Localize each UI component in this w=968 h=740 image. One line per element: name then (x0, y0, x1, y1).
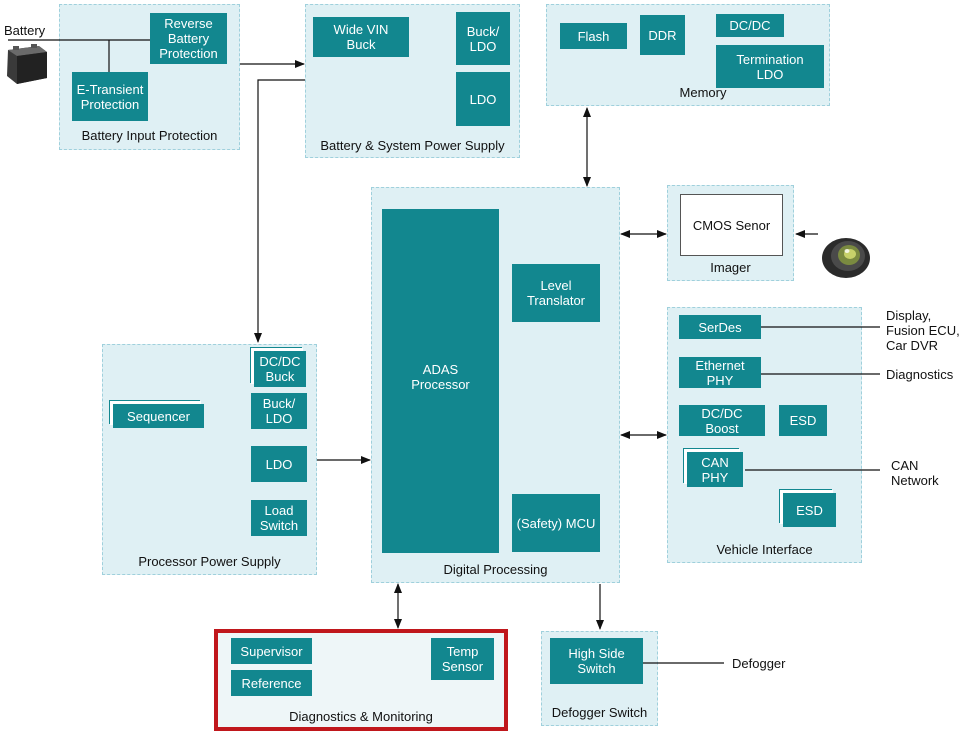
flash-block[interactable]: Flash (560, 23, 627, 49)
diagnostics-label: Diagnostics (886, 367, 954, 382)
supervisor-block[interactable]: Supervisor (231, 638, 312, 664)
sequencer-block[interactable]: Sequencer (113, 404, 204, 428)
group-label: Diagnostics & Monitoring (289, 709, 433, 724)
group-label: Imager (710, 260, 751, 275)
buck-ldo-processor-block[interactable]: Buck/ LDO (251, 393, 307, 429)
reverse-battery-protection-block[interactable]: Reverse Battery Protection (150, 13, 227, 64)
dcdc-buck-block[interactable]: DC/DC Buck (254, 351, 306, 387)
display-fusion-label: Display, Fusion ECU, Car DVR (886, 308, 960, 353)
temp-sensor-block[interactable]: Temp Sensor (431, 638, 494, 680)
group-label: Battery Input Protection (81, 128, 218, 143)
group-label: Battery & System Power Supply (320, 138, 505, 153)
battery-icon (7, 44, 47, 84)
load-switch-block[interactable]: Load Switch (251, 500, 307, 536)
reference-block[interactable]: Reference (231, 670, 312, 696)
esd-block-2[interactable]: ESD (783, 493, 836, 527)
wide-vin-buck-block[interactable]: Wide VIN Buck (313, 17, 409, 57)
ldo-system-block[interactable]: LDO (456, 72, 510, 126)
group-label: Memory (679, 85, 727, 100)
adas-processor-block[interactable]: ADAS Processor (382, 209, 499, 553)
ldo-processor-block[interactable]: LDO (251, 446, 307, 482)
dcdc-boost-block[interactable]: DC/DC Boost (679, 405, 765, 436)
defogger-label: Defogger (732, 656, 786, 671)
termination-ldo-block[interactable]: Termination LDO (716, 45, 824, 88)
battery-label: Battery (4, 23, 46, 38)
buck-ldo-system-block[interactable]: Buck/ LDO (456, 12, 510, 65)
level-translator-block[interactable]: Level Translator (512, 264, 600, 322)
e-transient-protection-block[interactable]: E-Transient Protection (72, 72, 148, 121)
can-phy-block[interactable]: CAN PHY (687, 452, 743, 487)
ddr-block[interactable]: DDR (640, 15, 685, 55)
group-label: Vehicle Interface (716, 542, 813, 557)
high-side-switch-block[interactable]: High Side Switch (550, 638, 643, 684)
can-network-label: CAN Network (891, 458, 939, 488)
supply-to-processor-power-arrow (254, 79, 305, 343)
dcdc-memory-block[interactable]: DC/DC (716, 14, 784, 37)
cmos-sensor-block[interactable]: CMOS Senor (680, 194, 783, 256)
group-label: Defogger Switch (551, 705, 648, 720)
ethernet-phy-block[interactable]: Ethernet PHY (679, 357, 761, 388)
group-label: Processor Power Supply (138, 554, 281, 569)
serdes-block[interactable]: SerDes (679, 315, 761, 339)
group-label: Digital Processing (443, 562, 548, 577)
camera-lens-icon (822, 238, 870, 278)
esd-block-1[interactable]: ESD (779, 405, 827, 436)
safety-mcu-block[interactable]: (Safety) MCU (512, 494, 600, 552)
